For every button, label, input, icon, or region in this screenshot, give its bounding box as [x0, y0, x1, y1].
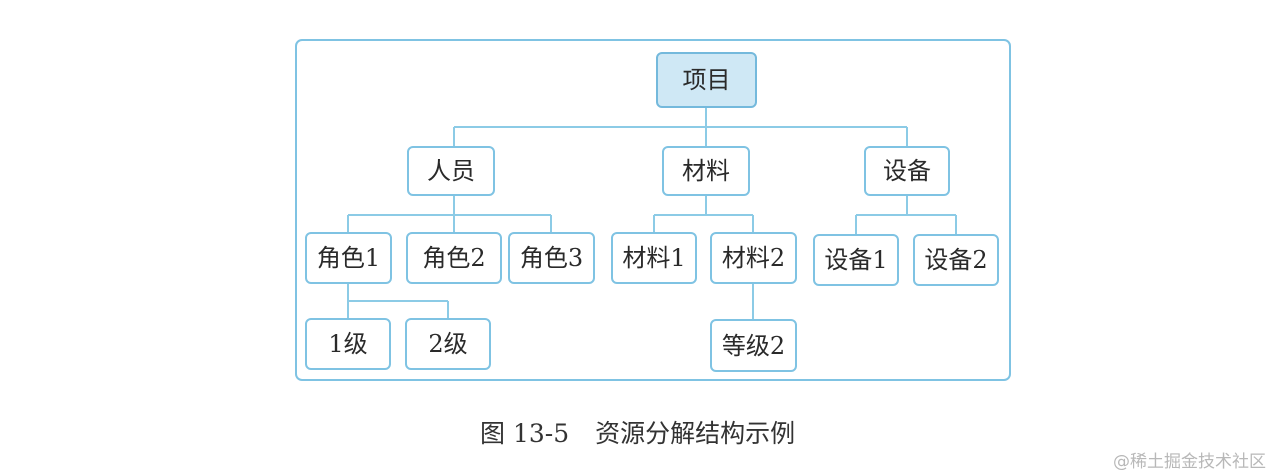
watermark: @稀土掘金技术社区 — [1113, 452, 1266, 472]
node-material-2: 材料2 — [710, 232, 797, 284]
node-project-label: 项目 — [682, 66, 731, 94]
node-material-grade-2: 等级2 — [710, 319, 797, 372]
node-material-label: 材料 — [682, 157, 730, 185]
node-material-grade-2-label: 等级2 — [721, 331, 786, 360]
node-equipment-1: 设备1 — [813, 234, 899, 286]
node-equipment-2-label: 设备2 — [924, 246, 988, 274]
node-grade-2-role-label: 2级 — [428, 330, 468, 358]
node-equipment-2: 设备2 — [913, 234, 999, 286]
figure-title: 资源分解结构示例 — [595, 419, 796, 448]
node-role-3-label: 角色3 — [519, 244, 584, 272]
node-grade-2-role: 2级 — [405, 318, 491, 370]
node-material-1-label: 材料1 — [622, 244, 686, 272]
node-role-2-label: 角色2 — [422, 244, 486, 272]
node-material-1: 材料1 — [611, 232, 697, 284]
figure-caption: 图 13-5 资源分解结构示例 — [480, 414, 795, 450]
node-grade-1: 1级 — [305, 318, 391, 370]
node-equipment-label: 设备 — [883, 157, 931, 185]
node-material: 材料 — [662, 146, 750, 196]
node-project: 项目 — [656, 52, 757, 108]
node-equipment-1-label: 设备1 — [824, 246, 888, 274]
node-personnel-label: 人员 — [427, 157, 475, 185]
node-role-1: 角色1 — [305, 232, 392, 284]
node-grade-1-label: 1级 — [328, 330, 368, 358]
node-role-3: 角色3 — [508, 232, 595, 284]
node-material-2-label: 材料2 — [721, 244, 786, 272]
node-role-2: 角色2 — [406, 232, 502, 284]
diagram-frame — [295, 39, 1011, 381]
figure-number: 图 13-5 — [480, 419, 570, 448]
node-personnel: 人员 — [407, 146, 495, 196]
node-equipment: 设备 — [864, 146, 950, 196]
node-role-1-label: 角色1 — [316, 244, 381, 272]
